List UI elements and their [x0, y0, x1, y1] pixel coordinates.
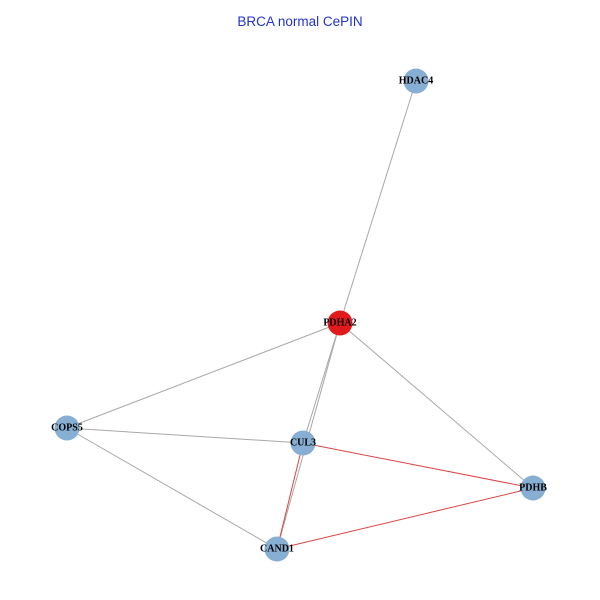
graph-node-PDHA2 — [327, 310, 353, 336]
graph-edge-COPS5-CAND1 — [66, 427, 278, 550]
graph-edge-COPS5-CUL3 — [66, 427, 304, 444]
graph-edge-PDHA2-CUL3 — [302, 322, 341, 444]
graph-node-PDHB — [520, 475, 546, 501]
graph-edge-PDHA2-COPS5 — [66, 322, 341, 429]
graph-node-label-COPS5: COPS5 — [51, 423, 83, 434]
graph-node-label-CAND1: CAND1 — [260, 544, 294, 555]
graph-node-CUL3 — [290, 430, 316, 456]
graph-edge-PDHA2-PDHB — [339, 322, 534, 489]
graph-node-label-HDAC4: HDAC4 — [399, 76, 433, 87]
graph-node-label-PDHB: PDHB — [519, 483, 547, 494]
graph-node-label-PDHA2: PDHA2 — [323, 318, 356, 329]
graph-node-COPS5 — [54, 415, 80, 441]
graph-edge-HDAC4-PDHA2 — [339, 80, 417, 324]
graph-node-CAND1 — [264, 536, 290, 562]
plot-title: BRCA normal CePIN — [237, 14, 363, 29]
graph-edge-CUL3-PDHB — [302, 442, 534, 489]
graph-node-HDAC4 — [403, 68, 429, 94]
graph-edge-CAND1-PDHB — [276, 487, 534, 550]
graph-edge-CUL3-CAND1 — [276, 442, 304, 550]
graph-node-label-CUL3: CUL3 — [290, 438, 316, 449]
